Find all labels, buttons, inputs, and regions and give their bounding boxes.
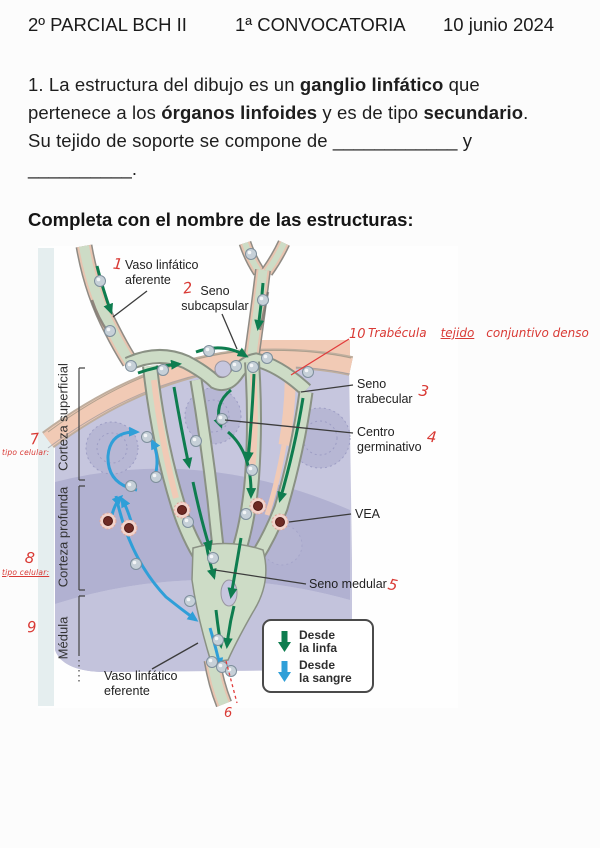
header-session: 1ª CONVOCATORIA [235,14,406,35]
legend-box: Desde la linfa Desde la sangre [262,619,374,693]
header-course: 2º PARCIAL BCH II [28,14,187,35]
handwritten-number-7: 7 [29,429,41,449]
label-medullary-sinus: Seno medular [309,577,387,591]
question-line-2: pertenece a los órganos linfoides y es d… [28,102,529,123]
question-line-4: __________. [28,158,138,179]
label-vea: VEA [355,507,381,521]
legend-item-blood: Desde la sangre [278,657,372,687]
question-line-3: Su tejido de soporte se compone de _____… [28,130,473,151]
blank-line-2: __________ [28,158,132,179]
region-label-superficial-cortex: Corteza superficial [55,363,71,471]
question-line-1: 1. La estructura del dibujo es un gangli… [28,74,480,95]
handwritten-number-1: 1 [112,254,124,274]
handwritten-number-6: 6 [224,706,233,721]
handwritten-cell-type-upper: tipo celular: [2,448,50,457]
instruction-heading: Completa con el nombre de las estructura… [28,209,414,230]
down-arrow-green-icon [278,631,291,652]
down-arrow-blue-icon [278,661,291,682]
legend-item-lymph: Desde la linfa [278,627,372,657]
handwritten-number-9: 9 [26,617,38,637]
handwritten-number-4: 4 [426,427,438,447]
handwritten-cell-type-lower: tipo celular: [2,568,50,577]
handwritten-number-2: 2 [181,278,194,298]
region-label-deep-cortex: Corteza profunda [55,486,71,588]
header-date: 10 junio 2024 [443,14,555,35]
handwritten-number-10: 10 [349,327,366,342]
blank-line-1: ____________ [332,130,458,151]
region-label-medulla: Médula [55,616,71,660]
